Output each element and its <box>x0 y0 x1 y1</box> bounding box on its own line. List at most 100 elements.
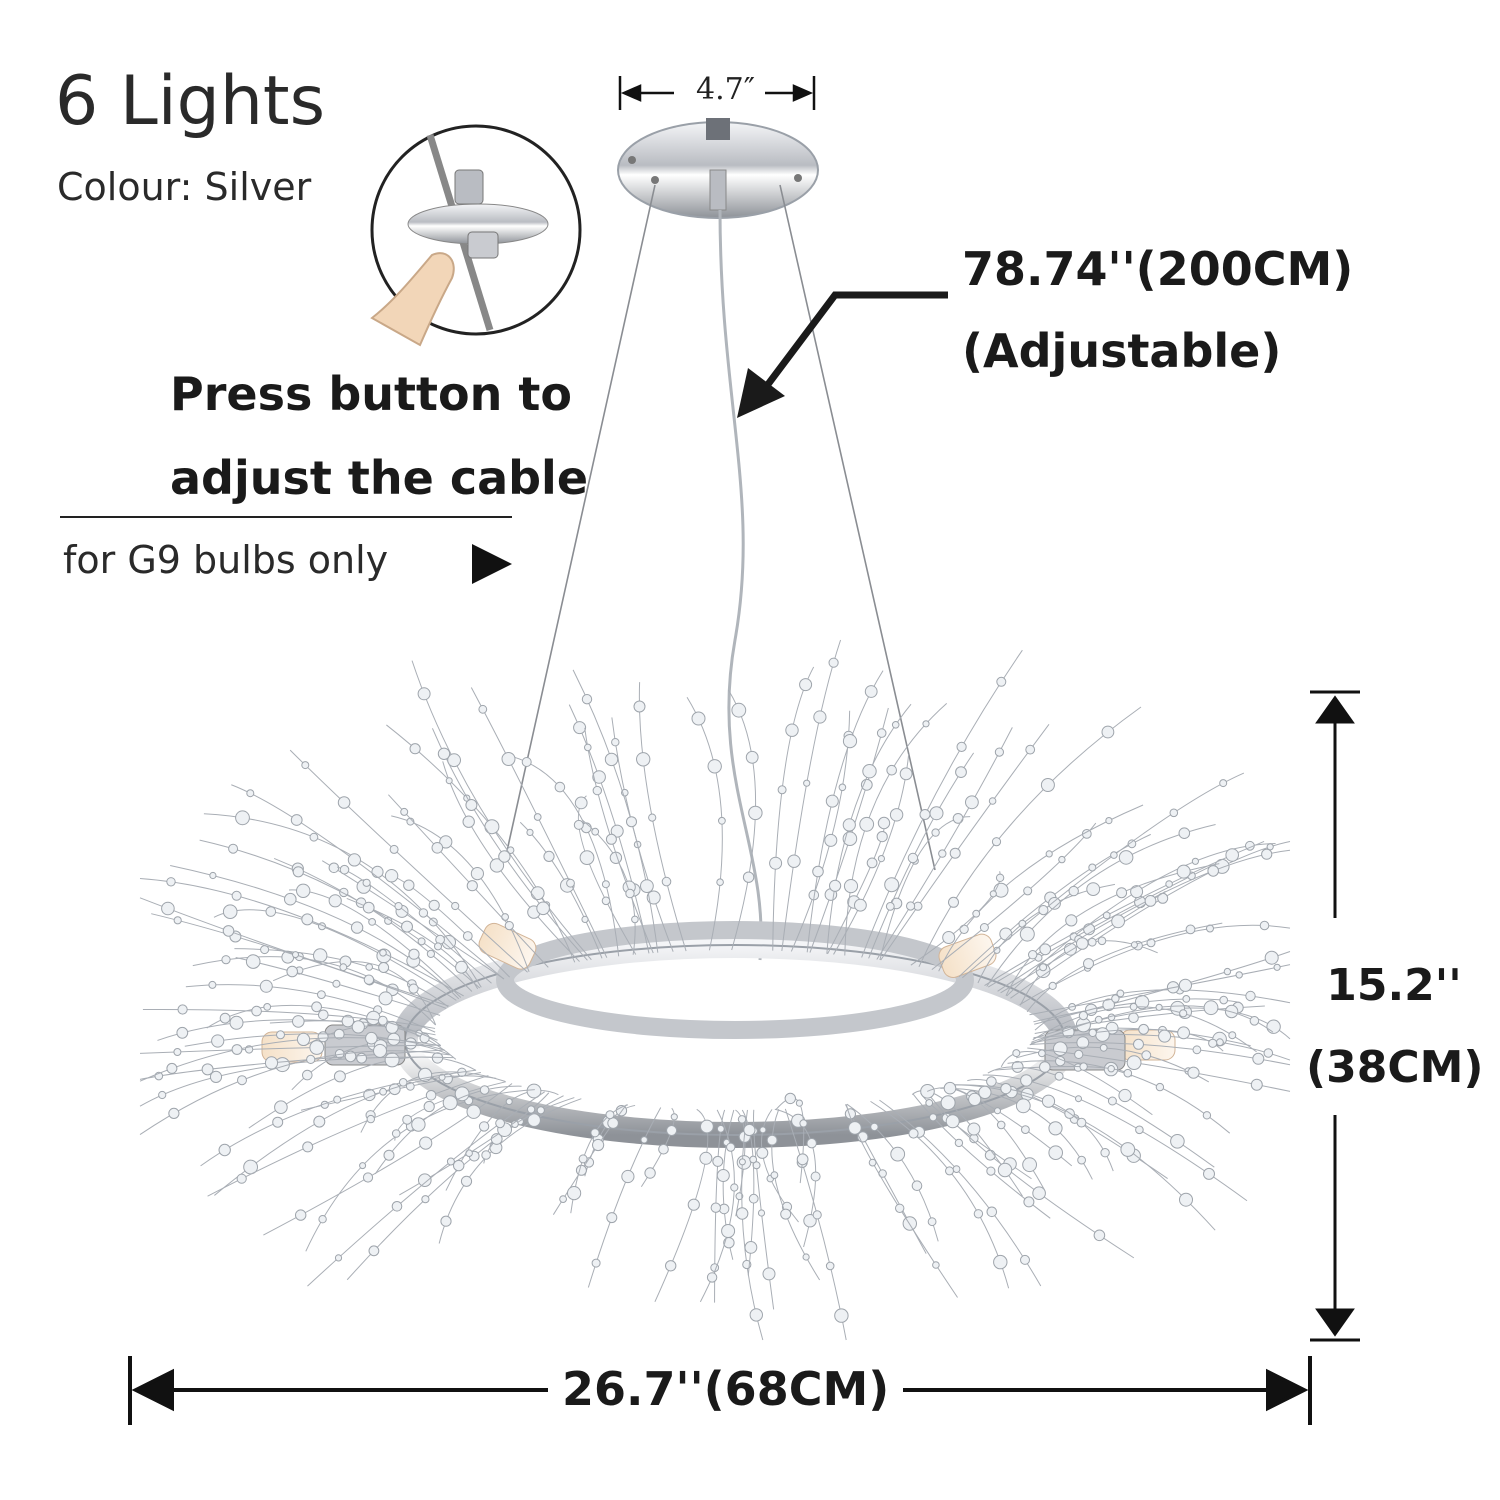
crystal-bead <box>769 856 783 870</box>
crystal-bead <box>1048 1121 1063 1136</box>
cable-length-label: 78.74''(200CM) (Adjustable) <box>962 228 1353 392</box>
crystal-bead <box>1093 1229 1106 1242</box>
crystal-bead <box>408 948 420 960</box>
crystal-bead <box>605 1110 615 1120</box>
crystal-wire <box>1034 989 1291 1031</box>
crystal-bead <box>889 808 904 822</box>
crystal-bead <box>1094 1015 1103 1024</box>
crystal-bead <box>161 901 175 916</box>
crystal-wire <box>151 913 447 1009</box>
crystal-bead <box>1078 1011 1089 1021</box>
crystal-bead <box>1041 1094 1056 1108</box>
crystal-wire <box>199 839 481 989</box>
crystal-bead <box>670 1113 678 1121</box>
crystal-bead <box>996 676 1007 687</box>
crystal-bead <box>1102 998 1115 1012</box>
crystal-wire <box>880 723 1050 961</box>
crystal-bead <box>418 1173 432 1187</box>
crystal-bead <box>1118 850 1134 865</box>
crystal-bead <box>631 915 639 924</box>
crystal-bead <box>417 937 426 946</box>
crystal-bead <box>229 1015 244 1030</box>
crystal-bead <box>735 1192 744 1201</box>
crystal-bead <box>173 916 182 925</box>
crystal-bead <box>1020 1074 1033 1087</box>
crystal-bead <box>201 1063 214 1076</box>
crystal-wire <box>139 1044 441 1054</box>
crystal-wire <box>844 703 948 956</box>
crystal-bead <box>736 1207 749 1220</box>
crystal-bead <box>1018 919 1027 928</box>
crystal-strands <box>139 639 1291 1341</box>
crystal-bead <box>1128 1012 1139 1024</box>
crystal-bead <box>218 1143 231 1157</box>
crystal-bead <box>742 871 755 883</box>
crystal-bead <box>986 1076 997 1087</box>
crystal-bead <box>749 1155 758 1164</box>
crystal-bead <box>333 1070 346 1083</box>
press-line-1: Press button to <box>170 367 572 421</box>
crystal-bead <box>384 1052 400 1068</box>
crystal-bead <box>866 857 878 869</box>
crystal-bead <box>431 1052 444 1064</box>
crystal-bead <box>1123 1068 1133 1078</box>
crystal-wire <box>170 865 460 1000</box>
crystal-bead <box>1054 1071 1064 1081</box>
crystal-bead <box>644 1167 656 1179</box>
crystal-bead <box>770 1171 779 1179</box>
crystal-bead <box>1022 1157 1037 1173</box>
crystal-bead <box>1225 848 1239 862</box>
crystal-bead <box>543 850 555 863</box>
crystal-bead <box>1185 924 1196 935</box>
crystal-bead <box>870 1122 879 1132</box>
crystal-bead <box>1259 920 1270 931</box>
crystal-wire <box>307 1091 545 1287</box>
crystal-bead <box>591 827 600 836</box>
crystal-bead <box>498 850 511 863</box>
crystal-bead <box>885 902 895 911</box>
crystal-bead <box>454 1086 470 1102</box>
width-dimension-line <box>128 1356 1312 1425</box>
crystal-bead <box>1144 895 1157 907</box>
press-button-instruction: Press button to adjust the cable <box>170 352 588 520</box>
crystal-bead <box>699 1151 713 1165</box>
crystal-bead <box>462 931 473 941</box>
crystal-bead <box>748 1193 759 1204</box>
crystal-bead <box>756 1146 769 1159</box>
crystal-bead <box>999 927 1013 941</box>
crystal-bead <box>601 896 611 906</box>
crystal-bead <box>943 1081 957 1095</box>
crystal-bead <box>625 888 635 899</box>
crystal-bead <box>581 694 593 705</box>
crystal-bead <box>363 974 375 985</box>
crystal-bead <box>1207 865 1219 877</box>
crystal-bead <box>1138 1023 1149 1035</box>
crystal-bead <box>621 1169 635 1184</box>
canopy <box>617 118 819 219</box>
crystal-bead <box>828 657 839 668</box>
crystal-bead <box>993 1254 1008 1270</box>
crystal-bead <box>1079 1062 1088 1071</box>
crystal-bead <box>810 1171 821 1182</box>
crystal-wire <box>962 772 1245 979</box>
crystal-bead <box>559 1195 567 1203</box>
crystal-bead <box>284 892 297 906</box>
crystal-bead <box>419 1136 433 1150</box>
crystal-bead <box>391 1201 403 1212</box>
crystal-bead <box>994 1107 1001 1115</box>
crystal-bead <box>445 777 453 785</box>
crystal-bead <box>536 901 550 916</box>
crystal-bead <box>877 855 886 863</box>
crystal-bead <box>640 879 654 893</box>
crystal-bead <box>368 918 377 926</box>
suspension-wires <box>504 184 936 961</box>
crystal-bead <box>442 1095 458 1111</box>
crystal-bead <box>1077 1155 1086 1165</box>
crystal-bead <box>584 743 592 752</box>
crystal-bead <box>527 1105 536 1114</box>
crystal-bead <box>211 1034 225 1048</box>
crystal-bead <box>1208 1038 1218 1048</box>
crystal-wire <box>289 749 528 973</box>
crystal-bead <box>745 750 759 764</box>
crystal-wire <box>139 1056 454 1107</box>
